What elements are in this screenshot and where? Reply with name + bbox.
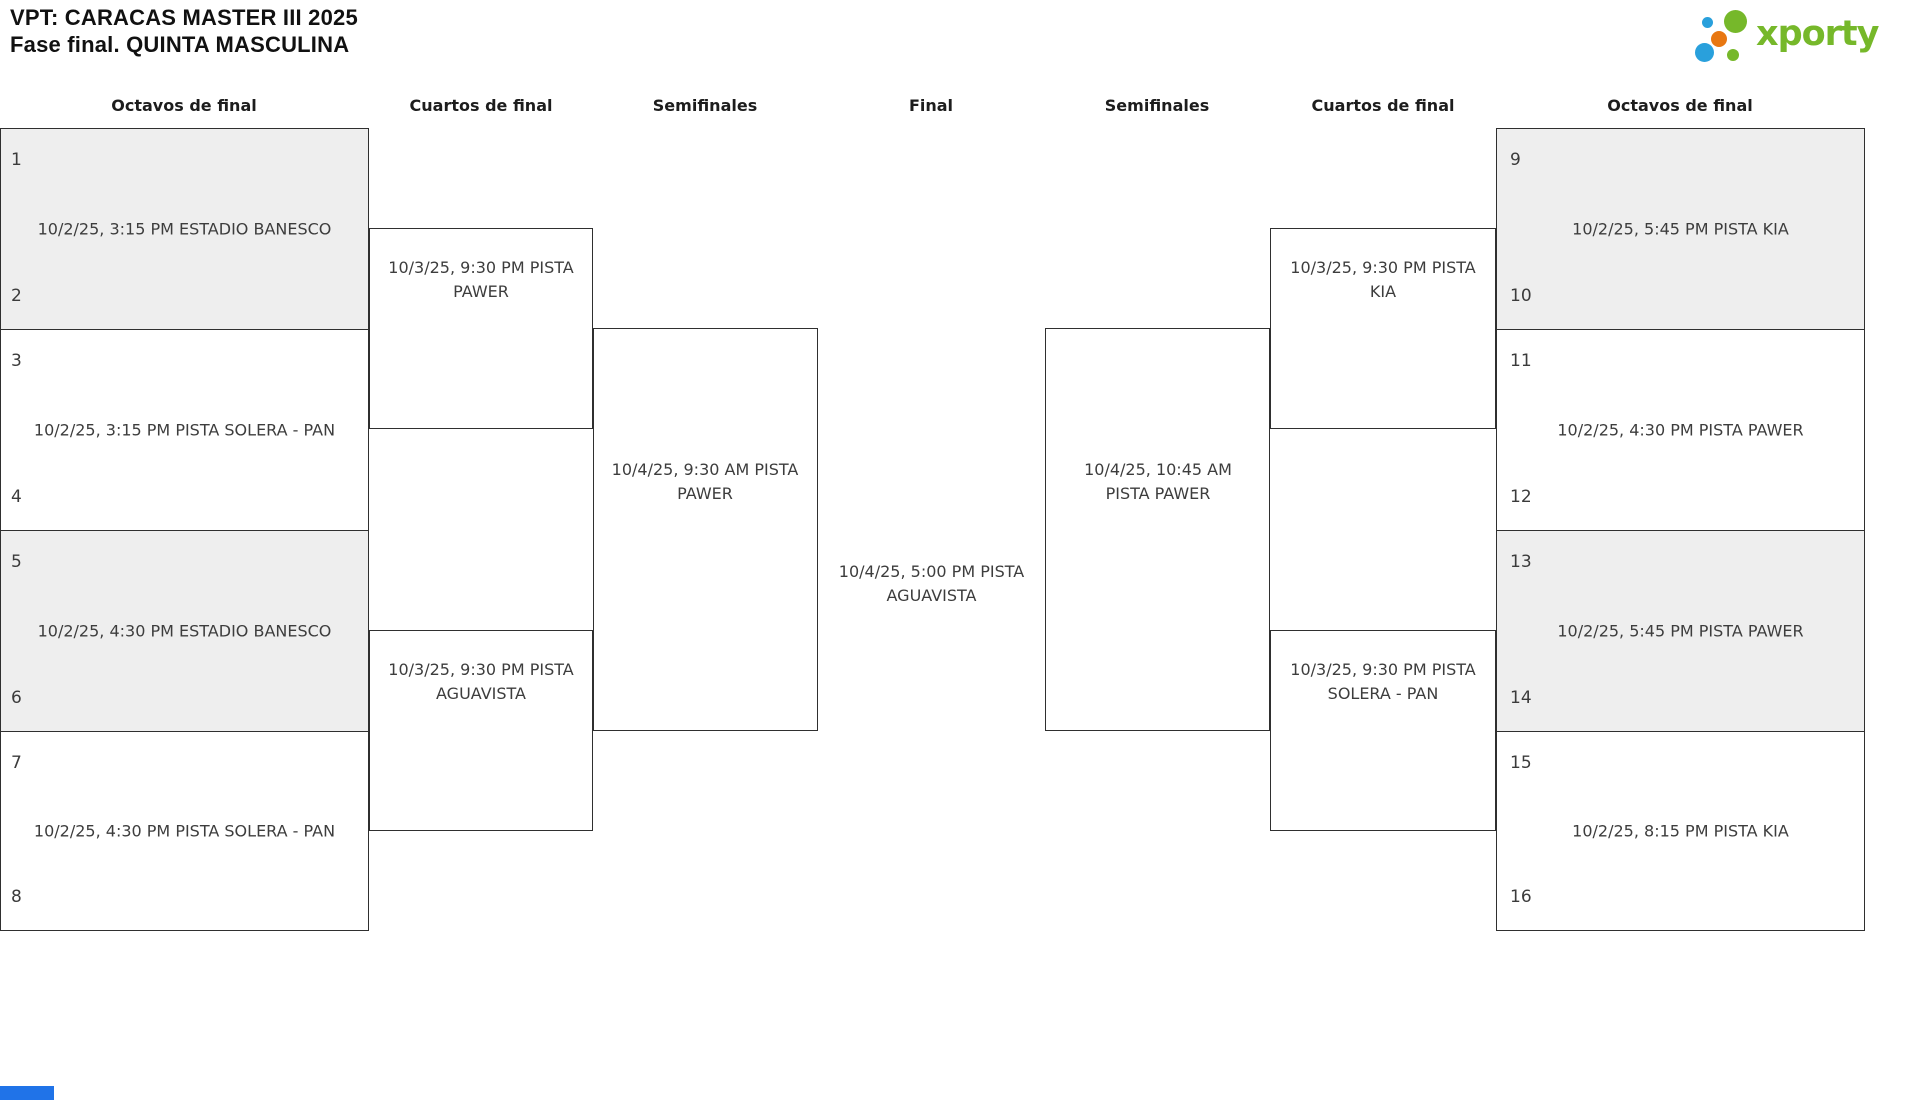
- match-octavos-9v10[interactable]: 9 10/2/25, 5:45 PM PISTA KIA 10: [1496, 128, 1865, 330]
- match-schedule: 10/3/25, 9:30 PM PISTA KIA: [1290, 258, 1476, 301]
- match-octavos-5v6[interactable]: 5 10/2/25, 4:30 PM ESTADIO BANESCO 6: [0, 530, 369, 732]
- match-schedule: 10/3/25, 9:30 PM PISTA SOLERA - PAN: [1290, 660, 1476, 703]
- bottom-left-blue-bar: [0, 1086, 54, 1100]
- match-semifinal-right[interactable]: [1045, 328, 1270, 731]
- match-cuartos-right-1[interactable]: [1270, 228, 1496, 429]
- logo-wordmark: xporty: [1756, 14, 1879, 54]
- page-title: VPT: CARACAS MASTER III 2025 Fase final.…: [10, 4, 358, 58]
- match-octavos-15v16[interactable]: 15 10/2/25, 8:15 PM PISTA KIA 16: [1496, 731, 1865, 931]
- logo-dot-green-small-icon: [1727, 49, 1739, 61]
- tournament-title: VPT: CARACAS MASTER III 2025: [10, 5, 358, 30]
- seed-number: 6: [11, 688, 22, 708]
- match-schedule: 10/2/25, 4:30 PM ESTADIO BANESCO: [37, 621, 332, 641]
- round-header-cuartos-left: Cuartos de final: [409, 96, 553, 115]
- match-cuartos-right-2[interactable]: [1270, 630, 1496, 831]
- seed-number: 15: [1510, 753, 1532, 773]
- round-header-final: Final: [908, 96, 954, 115]
- seed-number: 9: [1510, 150, 1521, 170]
- seed-number: 4: [11, 487, 22, 507]
- seed-number: 7: [11, 753, 22, 773]
- seed-number: 13: [1510, 552, 1532, 572]
- seed-number: 11: [1510, 351, 1532, 371]
- seed-number: 8: [11, 887, 22, 907]
- match-schedule: 10/2/25, 3:15 PM ESTADIO BANESCO: [37, 219, 332, 239]
- seed-number: 2: [11, 286, 22, 306]
- match-octavos-13v14[interactable]: 13 10/2/25, 5:45 PM PISTA PAWER 14: [1496, 530, 1865, 732]
- logo-dot-green-large-icon: [1724, 10, 1747, 33]
- round-header-semis-left: Semifinales: [652, 96, 758, 115]
- match-schedule: 10/4/25, 9:30 AM PISTA PAWER: [611, 460, 799, 503]
- seed-number: 12: [1510, 487, 1532, 507]
- match-octavos-1v2[interactable]: 1 10/2/25, 3:15 PM ESTADIO BANESCO 2: [0, 128, 369, 330]
- match-semifinal-left[interactable]: [593, 328, 818, 731]
- match-schedule: 10/2/25, 4:30 PM PISTA SOLERA - PAN: [33, 821, 336, 841]
- round-header-cuartos-right: Cuartos de final: [1311, 96, 1455, 115]
- seed-number: 1: [11, 150, 22, 170]
- seed-number: 3: [11, 351, 22, 371]
- match-octavos-3v4[interactable]: 3 10/2/25, 3:15 PM PISTA SOLERA - PAN 4: [0, 329, 369, 531]
- logo-dot-orange-icon: [1711, 31, 1727, 47]
- logo-dot-blue-small-icon: [1702, 17, 1713, 28]
- match-cuartos-left-1[interactable]: [369, 228, 593, 429]
- match-schedule: 10/2/25, 8:15 PM PISTA KIA: [1572, 821, 1789, 841]
- round-header-octavos-left: Octavos de final: [111, 96, 257, 115]
- xporty-logo[interactable]: xporty: [1690, 2, 1910, 72]
- phase-subtitle: Fase final. QUINTA MASCULINA: [10, 32, 350, 57]
- match-schedule: 10/3/25, 9:30 PM PISTA PAWER: [388, 258, 574, 301]
- match-cuartos-left-2[interactable]: [369, 630, 593, 831]
- match-schedule: 10/4/25, 10:45 AM PISTA PAWER: [1084, 460, 1232, 503]
- seed-number: 5: [11, 552, 22, 572]
- match-octavos-7v8[interactable]: 7 10/2/25, 4:30 PM PISTA SOLERA - PAN 8: [0, 731, 369, 931]
- match-schedule: 10/2/25, 3:15 PM PISTA SOLERA - PAN: [33, 420, 336, 440]
- seed-number: 10: [1510, 286, 1532, 306]
- seed-number: 14: [1510, 688, 1532, 708]
- match-final[interactable]: 10/4/25, 5:00 PM PISTA AGUAVISTA: [838, 562, 1025, 605]
- logo-dot-blue-large-icon: [1695, 43, 1714, 62]
- match-schedule: 10/3/25, 9:30 PM PISTA AGUAVISTA: [388, 660, 574, 703]
- match-octavos-11v12[interactable]: 11 10/2/25, 4:30 PM PISTA PAWER 12: [1496, 329, 1865, 531]
- round-header-semis-right: Semifinales: [1104, 96, 1210, 115]
- seed-number: 16: [1510, 887, 1532, 907]
- match-schedule: 10/2/25, 5:45 PM PISTA PAWER: [1557, 621, 1804, 641]
- match-schedule: 10/2/25, 5:45 PM PISTA KIA: [1572, 219, 1789, 239]
- match-schedule: 10/2/25, 4:30 PM PISTA PAWER: [1557, 420, 1804, 440]
- round-header-octavos-right: Octavos de final: [1607, 96, 1753, 115]
